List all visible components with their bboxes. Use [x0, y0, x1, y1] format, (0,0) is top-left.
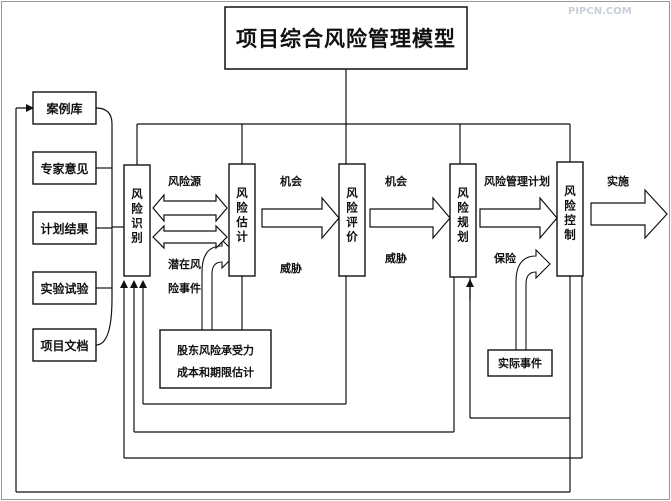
actual-event-box: 实际事件 — [487, 349, 553, 377]
stage-plan: 风险规划 — [449, 163, 477, 278]
source-box-project-docs: 项目文档 — [32, 328, 97, 362]
estimate-input-line1: 股东风险承受力 — [177, 343, 254, 357]
connector-lines — [15, 69, 583, 493]
label-risk-source: 风险源 — [168, 174, 201, 188]
title-box: 项目综合风险管理模型 — [224, 6, 468, 70]
label-insurance: 保险 — [493, 251, 517, 265]
arrow-estimate-evaluate — [261, 196, 340, 240]
source-box-plan-result: 计划结果 — [32, 211, 97, 245]
stage-identify: 风险识别 — [123, 164, 151, 277]
stage-evaluate: 风险评价 — [338, 163, 366, 277]
source-boxes: 案例库 专家意见 计划结果 实验试验 项目文档 — [32, 91, 97, 362]
stage-estimate-label: 风险估计 — [235, 186, 249, 245]
source-label: 计划结果 — [40, 221, 88, 236]
double-arrow-lower-identify-estimate — [152, 224, 228, 250]
label-implement: 实施 — [607, 174, 629, 188]
stage-control: 风险控制 — [556, 161, 584, 277]
label-opportunity-2: 机会 — [385, 174, 408, 188]
flow-labels: 风险源 潜在风 险事件 机会 威胁 机会 威胁 风险管理计划 保险 实施 — [168, 174, 629, 295]
stage-identify-label: 风险识别 — [130, 187, 144, 246]
flow-arrows — [152, 188, 668, 250]
stage-boxes: 风险识别 风险估计 风险评价 风险规划 风险控制 — [123, 161, 584, 278]
estimate-input-line2: 成本和期限估计 — [177, 365, 254, 379]
watermark: PIPCN.COM — [568, 6, 632, 17]
stage-control-label: 风险控制 — [563, 184, 577, 243]
stage-estimate: 风险估计 — [228, 163, 256, 277]
source-label: 实验试验 — [40, 281, 89, 296]
label-latent-event-1: 潜在风 — [168, 257, 201, 271]
label-opportunity-1: 机会 — [280, 174, 303, 188]
stage-evaluate-label: 风险评价 — [345, 186, 359, 245]
arrow-plan-control — [479, 196, 558, 240]
source-label: 案例库 — [45, 101, 82, 116]
source-box-expert-opinion: 专家意见 — [32, 151, 97, 185]
stage-plan-label: 风险规划 — [456, 186, 470, 245]
source-box-experiment: 实验试验 — [32, 271, 97, 305]
source-label: 专家意见 — [40, 161, 88, 176]
actual-event-label: 实际事件 — [498, 356, 542, 370]
hook-arrows — [201, 238, 551, 351]
label-latent-event-2: 险事件 — [168, 281, 201, 295]
label-risk-plan: 风险管理计划 — [484, 174, 550, 188]
label-threat-2: 威胁 — [385, 251, 407, 265]
source-label: 项目文档 — [40, 338, 88, 353]
estimate-input-box: 股东风险承受力 成本和期限估计 — [159, 329, 272, 389]
arrowheads — [16, 104, 474, 458]
arrow-evaluate-plan — [369, 196, 451, 240]
diagram-title: 项目综合风险管理模型 — [236, 27, 456, 51]
source-box-case-library: 案例库 — [32, 91, 97, 125]
double-arrow-identify-estimate — [152, 193, 228, 223]
label-threat-1: 威胁 — [280, 261, 302, 275]
arrow-implement — [590, 188, 668, 240]
